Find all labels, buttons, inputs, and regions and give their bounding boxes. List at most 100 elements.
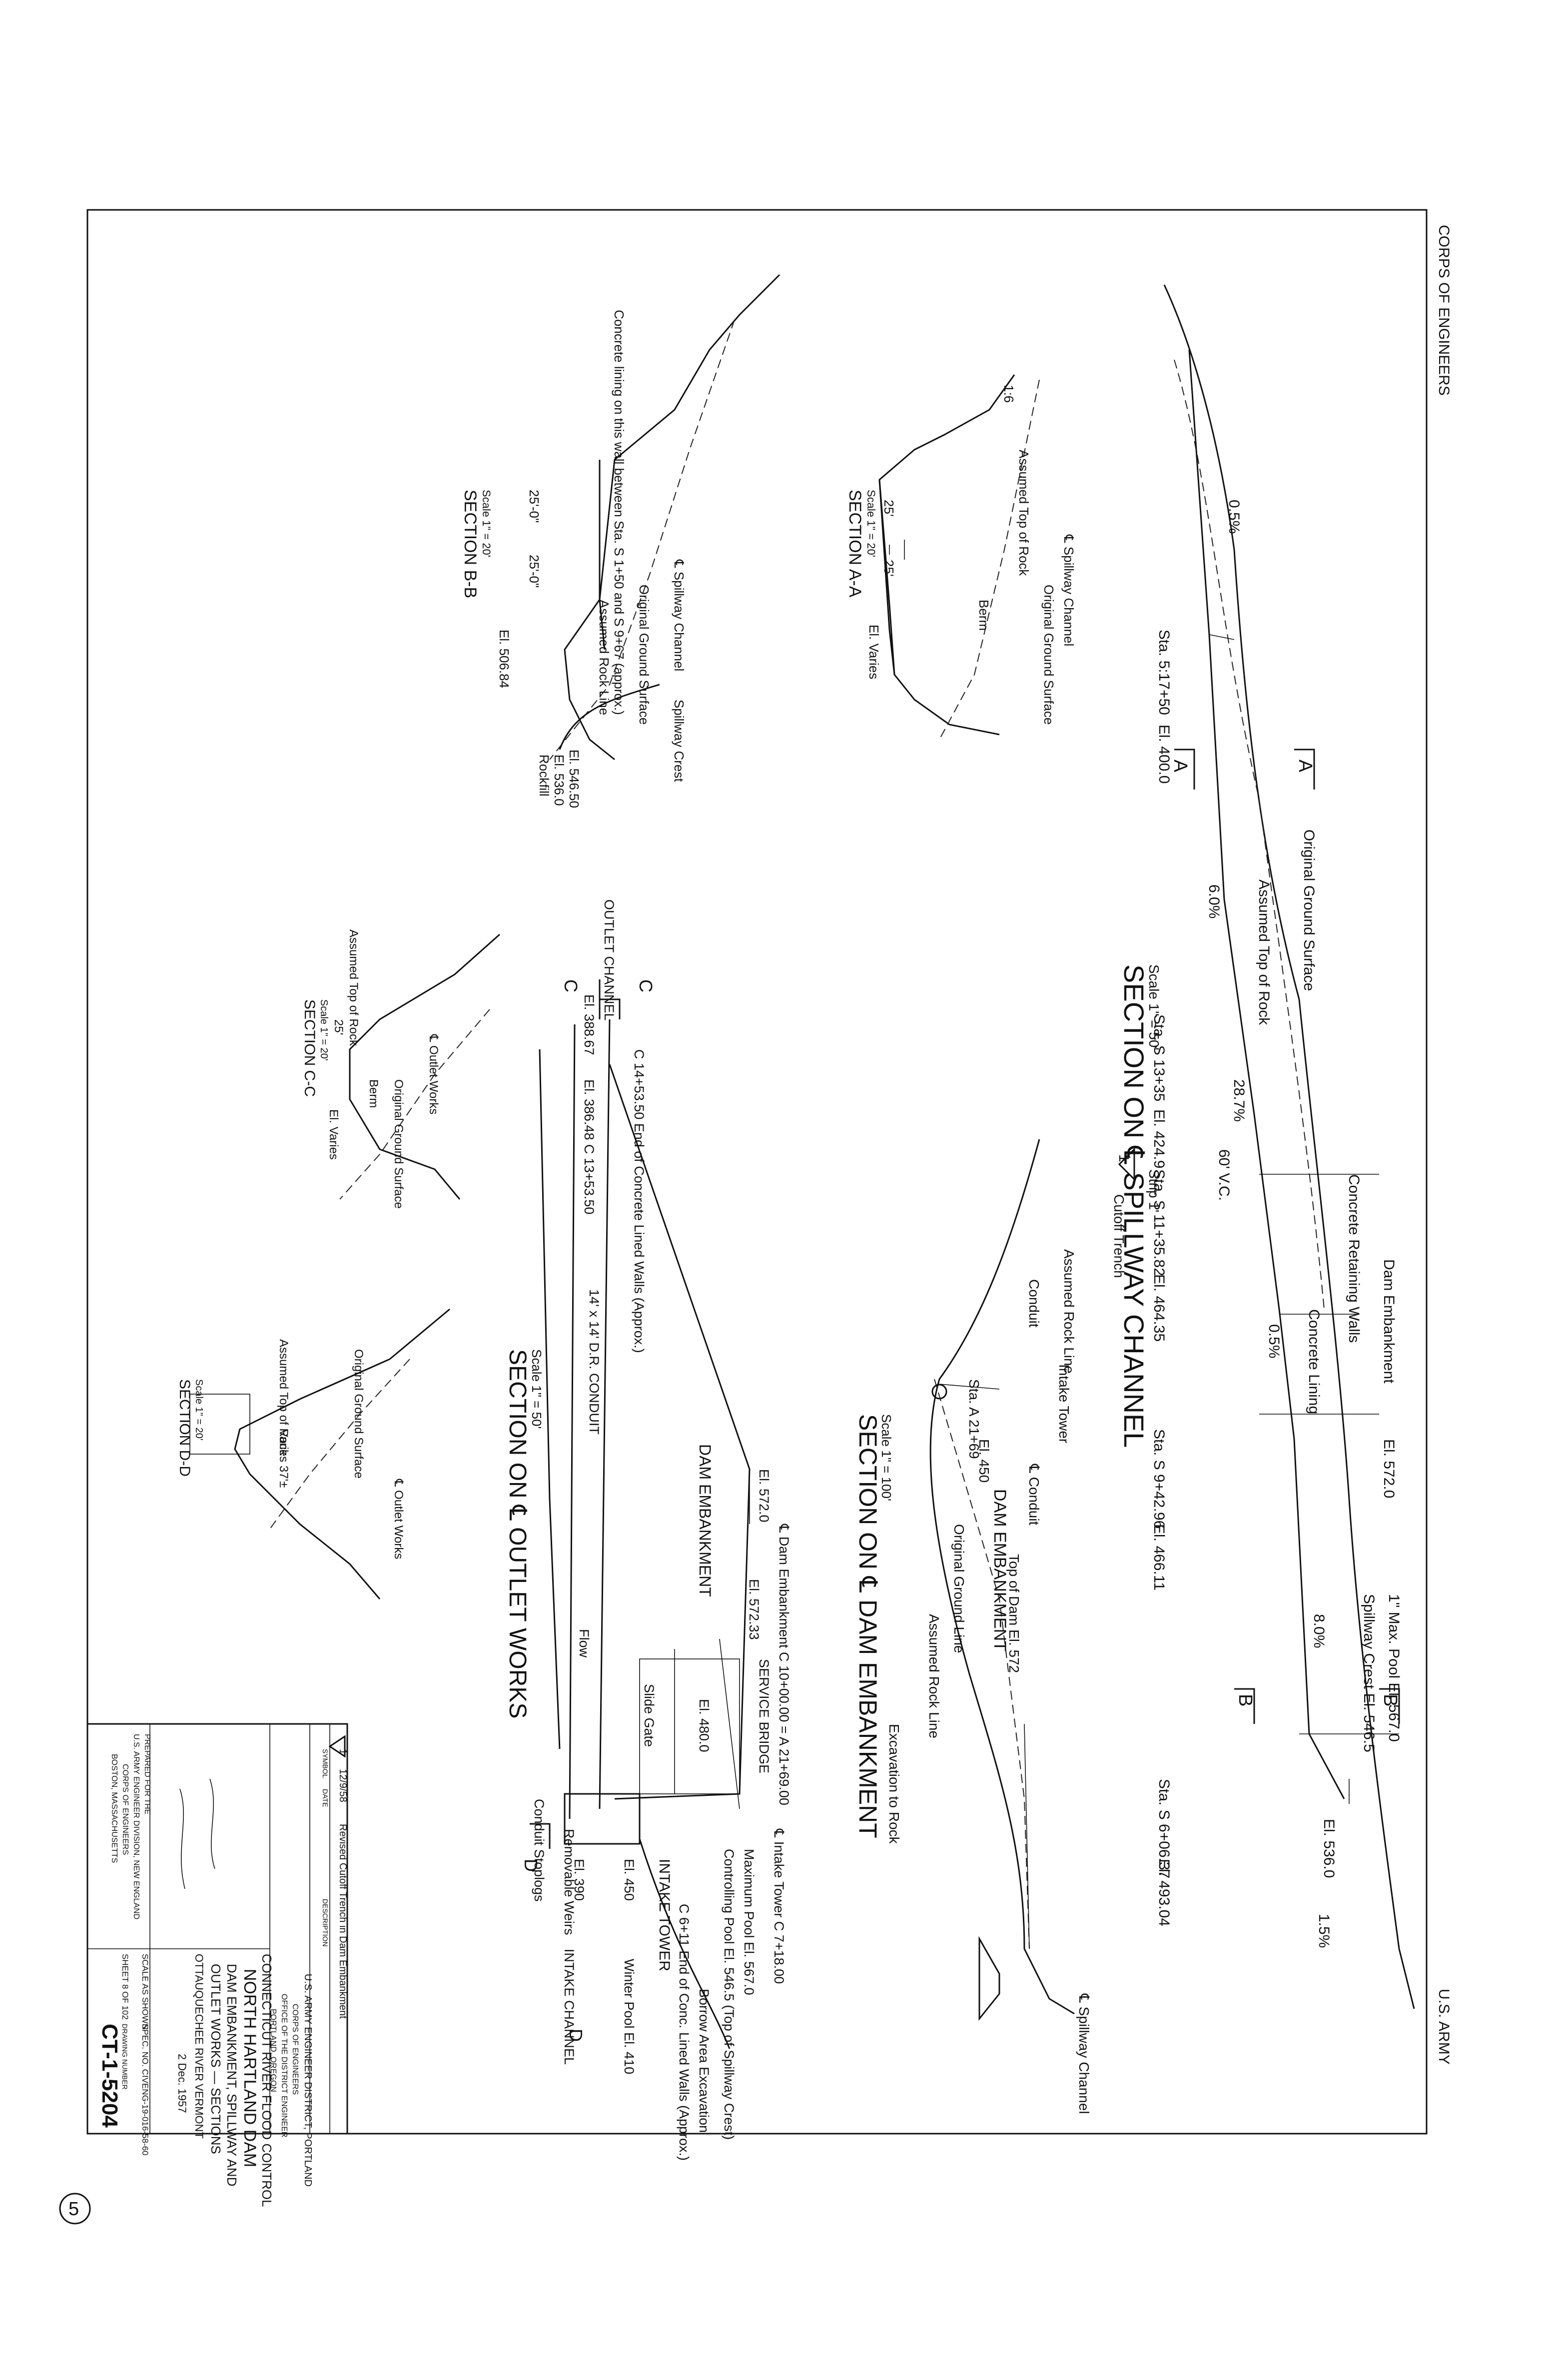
spillway-rock-line [1174,359,1325,1310]
section-aa-cl-label: ℄ Spillway Channel [1061,534,1076,646]
outlet-el-390: El. 390 [572,1859,587,1901]
section-cc-cl: ℄ Outlet Works [427,1034,440,1114]
section-bb-cl: ℄ Spillway Channel [672,559,687,671]
section-c-marker-1 [599,979,621,1019]
tb-drawing-number: CT-1-5204 [97,2024,122,2128]
outlet-flow: Flow [577,1629,592,1658]
dam-assumed-rock-2: Assumed Rock Line [926,1614,942,1738]
section-a-markers [1174,749,1315,790]
dam-ground-line [929,1139,1075,2015]
dam-spillway-cl: ℄ Spillway Channel [1076,1993,1092,2114]
dam-strip: Strip 1' [1146,1169,1162,1212]
rev-header-desc: DESCRIPTION [321,1899,329,1947]
spillway-sta-1: Sta. 5:17+50 [1156,630,1172,715]
section-bb-el-1: El. 546.50 [567,750,582,808]
section-aa-dim-2: 25' [881,560,896,577]
sheet-circle-number: 5 [68,2199,79,2220]
section-dd-assumed-rock: Assumed Top of Rock [277,1339,290,1456]
spillway-slope-6: 1.5% [1316,1914,1332,1948]
spillway-assumed-rock: Assumed Top of Rock [1256,879,1272,1025]
spillway-slope-4: 0.5% [1266,1324,1282,1358]
outlet-el-1: El. 388.67 [582,994,597,1055]
spillway-crest: Spillway Crest El. 546.5 [1361,1594,1377,1752]
section-dd-title: SECTION D-D [176,1379,193,1477]
section-bb-el-2: El. 536.0 [552,755,567,806]
section-bb-title: SECTION B-B [461,490,480,598]
outlet-el-3: El. 572.0 [757,1469,772,1523]
dam-spillway-structure [978,1936,1000,2021]
outlet-winter-pool: Winter Pool El. 410 [622,1959,637,2074]
dam-revision-delta [1118,1147,1135,1181]
dam-top-of-dam: Top of Dam El. 572 [1006,1554,1022,1673]
prepared-line-3: CORPS OF ENGINEERS [121,1764,129,1855]
section-dd-cl: ℄ Outlet Works [392,1479,405,1559]
section-bb-dim-1: 25'-0" [527,490,542,523]
dam-emb-label: DAM EMBANKMENT [990,1489,1009,1651]
spillway-lining: Concrete Lining [1306,1309,1322,1414]
outlet-ctrl-pool: Controlling Pool El. 546.5 (Top of Spill… [722,1849,737,2140]
outlet-conduit: 14' x 14' D.R. CONDUIT [587,1289,602,1435]
section-dd-structure [189,1394,250,1455]
outlet-el-5: El. 480.0 [697,1699,712,1752]
top-border-label: CORPS OF ENGINEERS [1436,225,1452,396]
outlet-embankment [609,1064,751,1800]
office-line-3: OFFICE OF THE DISTRICT ENGINEER [280,1994,288,2137]
section-b-letter-2: B [1380,1694,1401,1706]
spillway-wall-ticks-2 [1299,1733,1399,1804]
sheet-circle [59,2193,91,2225]
spillway-slope-1: 0.5% [1226,500,1242,534]
dam-conduit: Conduit [1026,1279,1042,1328]
outlet-end-walls-2: C 6+11 End of Conc. Lined Walls (Approx.… [677,1904,692,2161]
outlet-el-4: El. 572.33 [747,1579,762,1640]
section-aa-orig-ground: Original Ground Surface [1041,585,1056,725]
spillway-orig-ground: Original Ground Surface [1301,829,1317,991]
section-cc-rock-line [339,1009,490,1200]
spillway-sta-4: Sta. S 9+42.96 [1151,1429,1167,1529]
section-aa-varies: El. Varies [866,625,881,679]
section-d-d: ℄ Outlet Works Original Ground Surface A… [176,1308,450,1599]
outlet-borrow: Borrow Area Excavation [697,1989,712,2133]
project-line-1: CONNECTICUT RIVER FLOOD CONTROL [259,1954,274,2207]
outlet-floor [539,1049,561,1749]
spillway-dam-emb: Dam Embankment [1381,1259,1397,1384]
tb-spec: SPEC. NO. CIVENG-19-016-58-60 [140,2024,150,2156]
spillway-sta-3: Sta. S 11+35.82 [1151,1169,1167,1276]
section-bb-crest: Spillway Crest [672,700,687,782]
prepared-line-2: U.S. ARMY ENGINEER DIVISION, NEW ENGLAND [132,1734,140,1919]
outlet-intake-channel [639,1838,731,2049]
outlet-dam-emb: DAM EMBANKMENT [696,1444,714,1597]
project-river: OTTAUQUECHEE RIVER [193,1954,205,2081]
dam-conduit-cl: ℄ Conduit [1026,1464,1042,1525]
intake-tower-base [564,1793,641,1845]
section-aa-berm: Berm [976,600,991,631]
dam-excavation: Excavation to Rock [886,1724,902,1844]
section-cc-title: SECTION C-C [301,999,318,1097]
project-line-3: DAM EMBANKMENT, SPILLWAY AND [224,1964,239,2186]
section-cc-assumed-rock: Assumed Top of Rock [347,929,360,1046]
outlet-el-450: El. 450 [622,1859,637,1901]
office-line-2: CORPS OF ENGINEERS [291,2004,299,2095]
title-block-frame [86,1723,348,2135]
section-bb-el-bottom: El. 506.84 [497,630,512,688]
project-state: VERMONT [193,2084,205,2139]
outlet-end-walls: C 14+53.50 End of Concrete Lined Walls (… [632,1049,647,1353]
spillway-channel-invert [1188,349,1345,1799]
spillway-el-2: El. 424.9 [1151,1109,1167,1168]
spillway-sta-2: Sta. S 13+35 [1151,1014,1167,1101]
tb-drawing-label: DRAWING NUMBER [121,2024,129,2090]
section-aa-scale: Scale 1" = 20' [865,490,877,557]
section-aa-title: SECTION A-A [845,490,864,598]
spillway-ground-line [1163,284,1415,2009]
dam-crest-lines [939,1384,1030,1949]
prepared-line-4: BOSTON, MASSACHUSETTS [110,1754,118,1863]
section-aa-profile [878,374,1015,736]
section-dd-varies: Varies 37'± [277,1429,290,1488]
spillway-el-5: El. 572.0 [1381,1439,1397,1498]
intake-tower-body [639,1658,740,1794]
project-line-2: NORTH HARTLAND DAM [240,1969,259,2167]
spillway-sta-5: Sta. S 6+06.37 [1156,1779,1172,1878]
section-dd-rock-line [269,1359,410,1530]
outlet-dam-cl: ℄ Dam Embankment C 10+00.00 = A 21+69.00 [776,1524,791,1805]
